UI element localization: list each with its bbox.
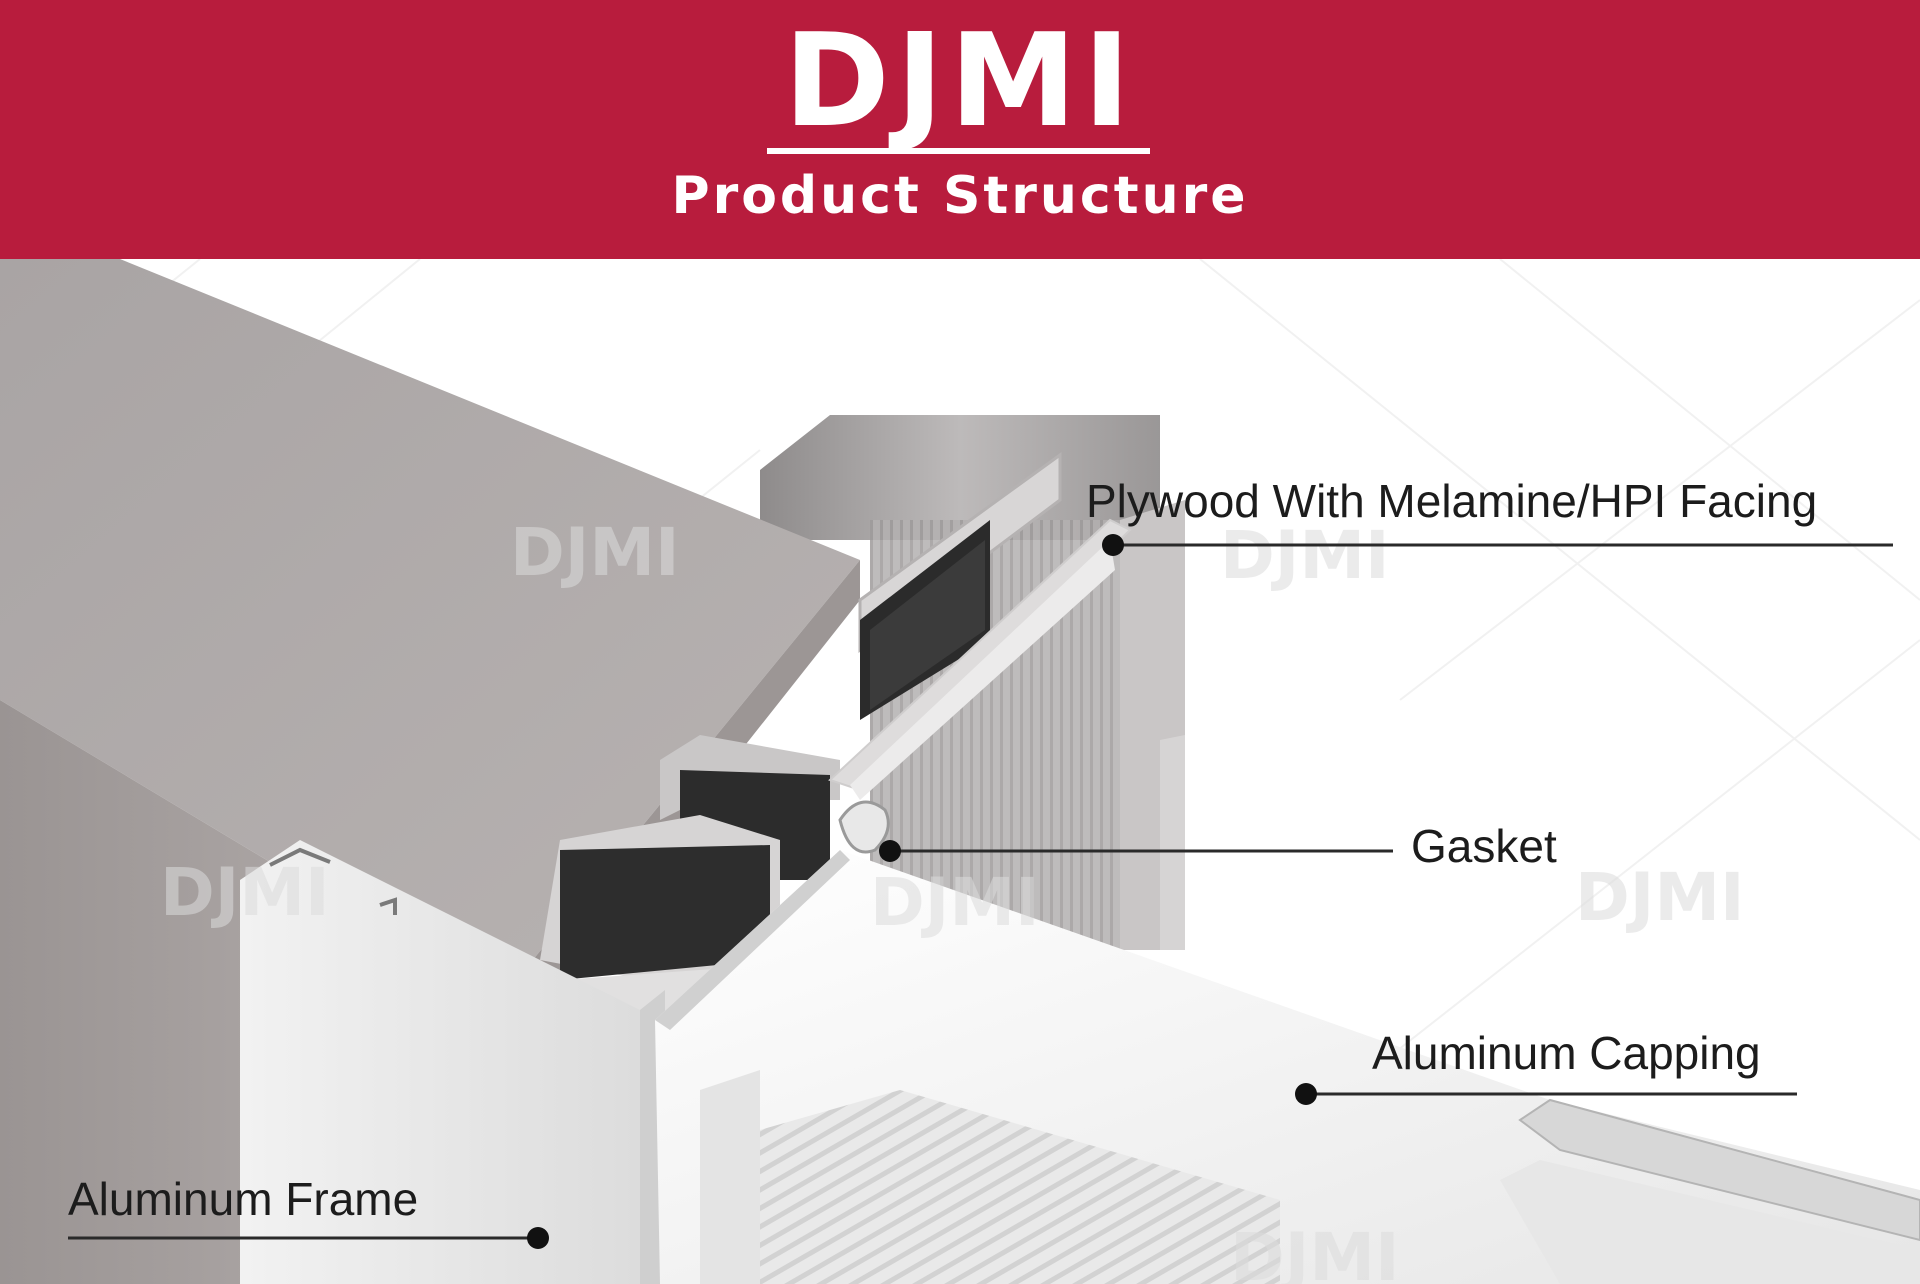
watermark-text-5: DJMI [1575, 859, 1745, 936]
melamine-facing-strip [828, 518, 1132, 792]
frame-callout-label: Aluminum Frame [68, 1173, 419, 1225]
watermark-text-6: DJMI [1230, 1219, 1400, 1284]
watermark-text-2: DJMI [160, 854, 330, 931]
callout-leaders [68, 534, 1893, 1249]
frame-hollow-sections [520, 452, 1062, 1025]
watermark-text-1: DJMI [510, 514, 680, 591]
door-frame-cross-section-illustration: DJMI DJMI DJMI DJMI DJMI DJMI [0, 259, 1920, 1284]
door-slab-top [0, 259, 860, 1000]
header-banner: DJMI Product Structure [0, 0, 1920, 259]
plywood-leader-dot [1102, 534, 1124, 556]
aluminum-frame-front [240, 840, 640, 1284]
gasket-shape [838, 800, 890, 854]
watermark-group: DJMI DJMI DJMI DJMI DJMI DJMI [160, 514, 1745, 1284]
capping-leader-dot [1295, 1083, 1317, 1105]
plywood-callout-label: Plywood With Melamine/HPI Facing [1086, 475, 1818, 527]
gasket-leader-dot [879, 840, 901, 862]
brand-logo-text: DJMI [783, 7, 1137, 156]
capping-rail [1518, 1098, 1920, 1242]
capping-inner-panel [760, 1090, 1280, 1284]
watermark-text-3: DJMI [870, 864, 1040, 941]
capping-callout-label: Aluminum Capping [1372, 1027, 1761, 1079]
brand-underline [767, 148, 1150, 154]
frame-leader-dot [527, 1227, 549, 1249]
watermark-text-4: DJMI [1220, 517, 1390, 594]
page-subtitle: Product Structure [671, 166, 1249, 226]
gasket-callout-label: Gasket [1411, 820, 1557, 872]
